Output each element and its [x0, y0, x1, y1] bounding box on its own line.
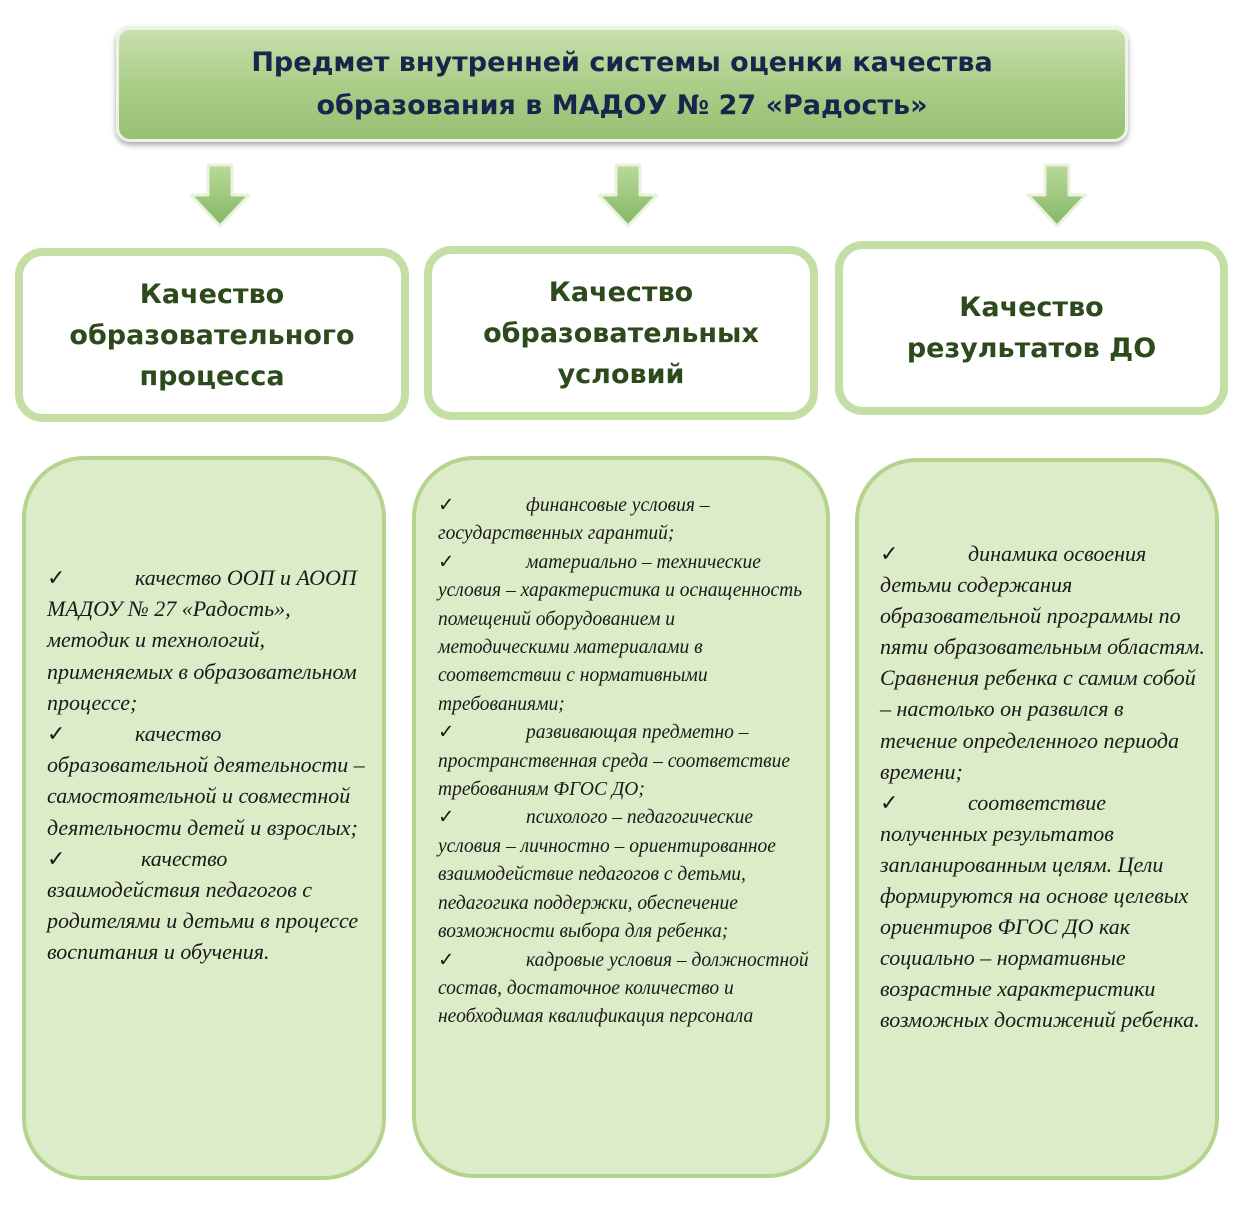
- header-box-conditions: Качество образовательных условий: [424, 246, 818, 420]
- list-item: ✓динамика освоения детьми содержания обр…: [880, 538, 1206, 787]
- down-arrow-icon: [189, 163, 251, 228]
- down-arrow-icon: [597, 163, 659, 228]
- check-icon: ✓: [47, 565, 66, 590]
- list-item: ✓качество образовательной деятельности –…: [47, 718, 365, 843]
- title-banner: Предмет внутренней системы оценки качест…: [116, 26, 1128, 142]
- list-item: ✓развивающая предметно – пространственна…: [438, 719, 810, 804]
- content-box-results: ✓динамика освоения детьми содержания обр…: [855, 458, 1219, 1180]
- check-icon: ✓: [47, 845, 66, 871]
- check-icon: ✓: [438, 807, 455, 829]
- content-box-conditions: ✓финансовые условия – государственных га…: [412, 456, 830, 1178]
- check-icon: ✓: [438, 495, 455, 516]
- check-icon: ✓: [880, 789, 899, 815]
- list-item: ✓соответствие полученных результатов зап…: [880, 787, 1206, 1036]
- header-text-results: Качество результатов ДО: [906, 292, 1157, 364]
- list-process: ✓качество ООП и АООП МАДОУ № 27 «Радость…: [47, 562, 365, 968]
- diagram-title: Предмет внутренней системы оценки качест…: [251, 47, 993, 121]
- list-item: ✓кадровые условия – должностной состав, …: [438, 947, 810, 1032]
- list-item: ✓психолого – педагогические условия – ли…: [438, 804, 810, 946]
- check-icon: ✓: [438, 949, 455, 971]
- content-box-process: ✓качество ООП и АООП МАДОУ № 27 «Радость…: [22, 456, 386, 1180]
- list-results: ✓динамика освоения детьми содержания обр…: [880, 538, 1206, 1036]
- header-box-process: Качество образовательного процесса: [15, 248, 409, 422]
- check-icon: ✓: [47, 721, 66, 747]
- list-item: ✓финансовые условия – государственных га…: [438, 492, 810, 549]
- list-conditions: ✓финансовые условия – государственных га…: [438, 492, 810, 1032]
- list-item: ✓материально – технические условия – хар…: [438, 549, 810, 719]
- header-text-process: Качество образовательного процесса: [69, 278, 355, 392]
- check-icon: ✓: [438, 551, 455, 573]
- down-arrow-icon: [1026, 163, 1088, 228]
- check-icon: ✓: [880, 541, 899, 566]
- header-box-results: Качество результатов ДО: [835, 241, 1228, 415]
- list-item: ✓качество взаимодействия педагогов с род…: [47, 843, 365, 968]
- list-item: ✓качество ООП и АООП МАДОУ № 27 «Радость…: [47, 562, 365, 718]
- check-icon: ✓: [438, 722, 455, 744]
- header-text-conditions: Качество образовательных условий: [483, 276, 759, 390]
